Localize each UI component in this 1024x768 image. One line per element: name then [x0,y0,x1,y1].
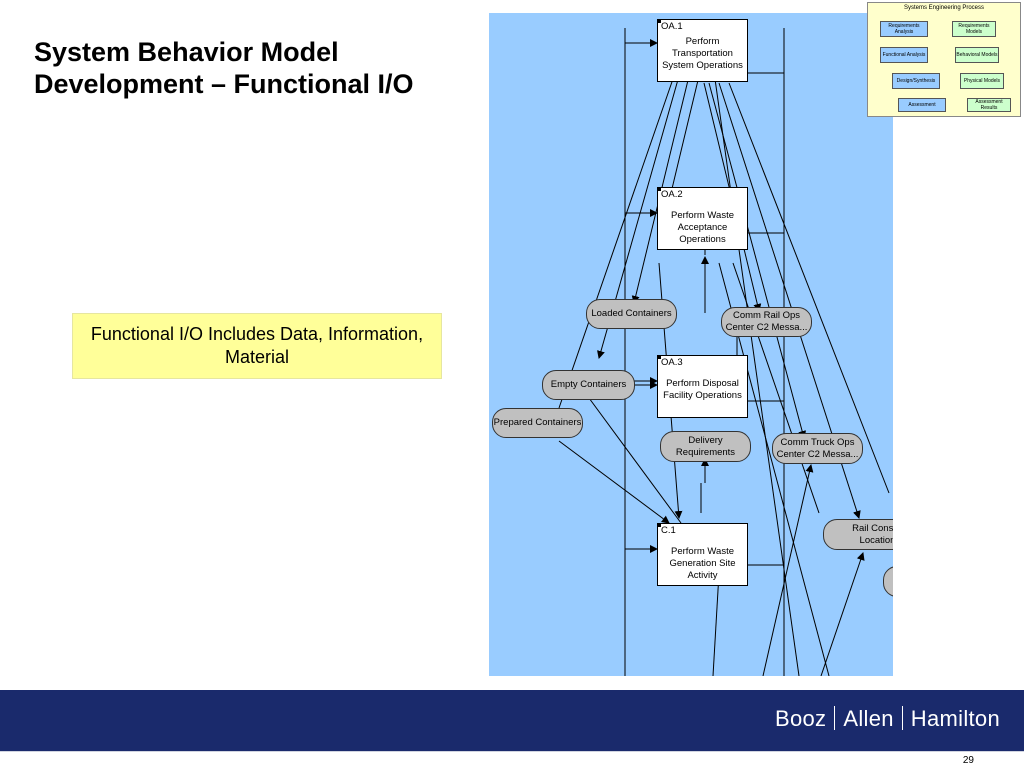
footer-band [0,690,1024,751]
sep-step-design: Design/Synthesis [892,73,940,89]
company-logo: Booz Allen Hamilton [775,706,1000,732]
function-id: C.1 [658,524,676,536]
sep-step-assessment: Assessment [898,98,946,112]
slide-title-line-1: System Behavior Model [34,37,339,67]
sep-output-requirements: Requirements Models [952,21,996,37]
flow-oa1-prepared [558,75,675,409]
callout-box: Functional I/O Includes Data, Informatio… [72,313,442,379]
flow-oa1-truck [708,82,807,439]
brand-divider-1 [834,706,836,730]
brand-word-2: Allen [843,706,894,731]
sep-title: Systems Engineering Process [903,5,985,11]
sep-output-physical: Physical Models [960,73,1004,89]
function-name: Perform Transportation System Operations [662,36,743,71]
function-id: OA.3 [658,356,683,368]
flow-truck-up [762,464,814,676]
function-name: Perform Disposal Facility Operations [663,378,742,401]
item-comm-rail-ops[interactable]: Comm Rail Ops Center C2 Messa... [721,307,812,337]
callout-text: Functional I/O Includes Data, Informatio… [90,324,424,367]
footer-divider [0,751,1024,752]
page-number: 29 [962,755,974,766]
item-empty-containers[interactable]: Empty Containers [542,370,635,400]
sep-step-functional: Functional Analysis [880,47,928,63]
sep-thumbnail: Systems Engineering Process Requirements… [867,2,1021,117]
brand-word-1: Booz [775,706,827,731]
sep-step-requirements: Requirements Analysis [880,21,928,37]
item-comm-truck-ops[interactable]: Comm Truck Ops Center C2 Messa... [772,433,863,464]
slide-title-line-2: Development – Functional I/O [34,69,414,99]
brand-divider-2 [901,706,903,730]
function-name: Perform Waste Generation Site Activity [669,546,736,581]
function-id: OA.2 [658,188,683,200]
sep-output-behavioral: Behavioral Models [955,47,999,63]
flow-empty-to-c1 [588,397,682,524]
enhanced-ffbd-diagram: OA.1 Perform Transportation System Opera… [489,13,893,676]
flow-oa1-offright [728,82,890,494]
flow-oa2-diag [732,262,820,514]
item-rail-consist-location[interactable]: Rail Consist Location [823,519,893,550]
function-box-oa1[interactable]: OA.1 Perform Transportation System Opera… [657,19,748,82]
flow-c1-up [712,572,723,676]
function-box-oa2[interactable]: OA.2 Perform Waste Acceptance Operations [657,187,748,250]
flow-prepared [558,440,670,524]
flow-oa1-down [714,78,800,676]
item-delivery-requirements[interactable]: Delivery Requirements [660,431,751,462]
slide-title: System Behavior Model Development – Func… [34,36,494,100]
flow-lines [558,28,890,676]
function-box-oa3[interactable]: OA.3 Perform Disposal Facility Operation… [657,355,748,418]
function-box-c1[interactable]: C.1 Perform Waste Generation Site Activi… [657,523,748,586]
sep-output-assessment: Assessment Results [967,98,1011,112]
function-name: Perform Waste Acceptance Operations [671,210,734,245]
flow-rail-consist-up [820,552,865,676]
item-loaded-containers[interactable]: Loaded Containers [586,299,677,329]
function-id: OA.1 [658,20,683,32]
brand-word-3: Hamilton [910,706,1000,731]
item-prepared-containers[interactable]: Prepared Containers [492,408,583,438]
